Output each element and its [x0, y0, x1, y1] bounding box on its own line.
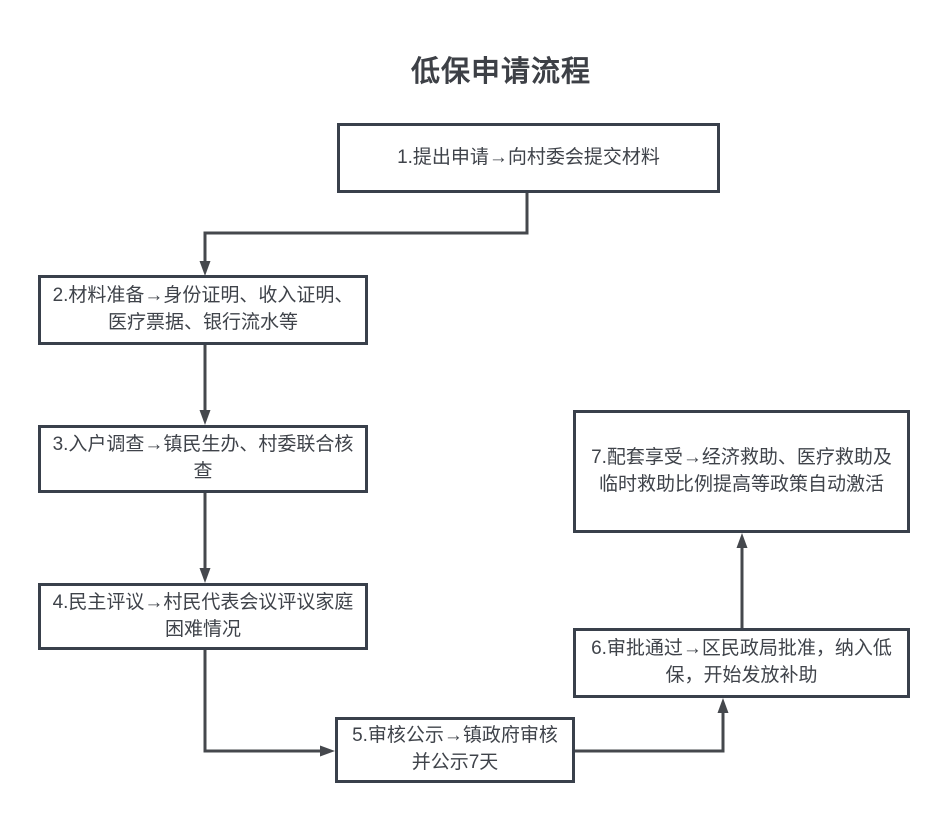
connector-5-6 — [575, 698, 729, 753]
flow-step-3-household-survey: 3.入户调查→镇民生办、村委联合核查 — [38, 425, 368, 493]
flow-step-5-review-publicity: 5.审核公示→镇政府审核并公示7天 — [335, 717, 575, 783]
connector-2-3 — [199, 345, 211, 425]
connector-3-4 — [199, 493, 211, 583]
flow-step-1-submit-application: 1.提出申请→向村委会提交材料 — [337, 123, 720, 193]
connector-4-5 — [203, 650, 335, 757]
flow-step-4-democratic-review: 4.民主评议→村民代表会议评议家庭困难情况 — [38, 583, 368, 650]
flow-step-7-supporting-benefits: 7.配套享受→经济救助、医疗救助及临时救助比例提高等政策自动激活 — [573, 410, 910, 533]
connector-1-2 — [199, 193, 529, 276]
connector-6-7 — [736, 533, 748, 628]
flow-step-2-prepare-materials: 2.材料准备→身份证明、收入证明、医疗票据、银行流水等 — [38, 275, 368, 345]
flowchart-title: 低保申请流程 — [410, 56, 591, 88]
flow-step-6-approval: 6.审批通过→区民政局批准，纳入低保，开始发放补助 — [573, 628, 910, 698]
